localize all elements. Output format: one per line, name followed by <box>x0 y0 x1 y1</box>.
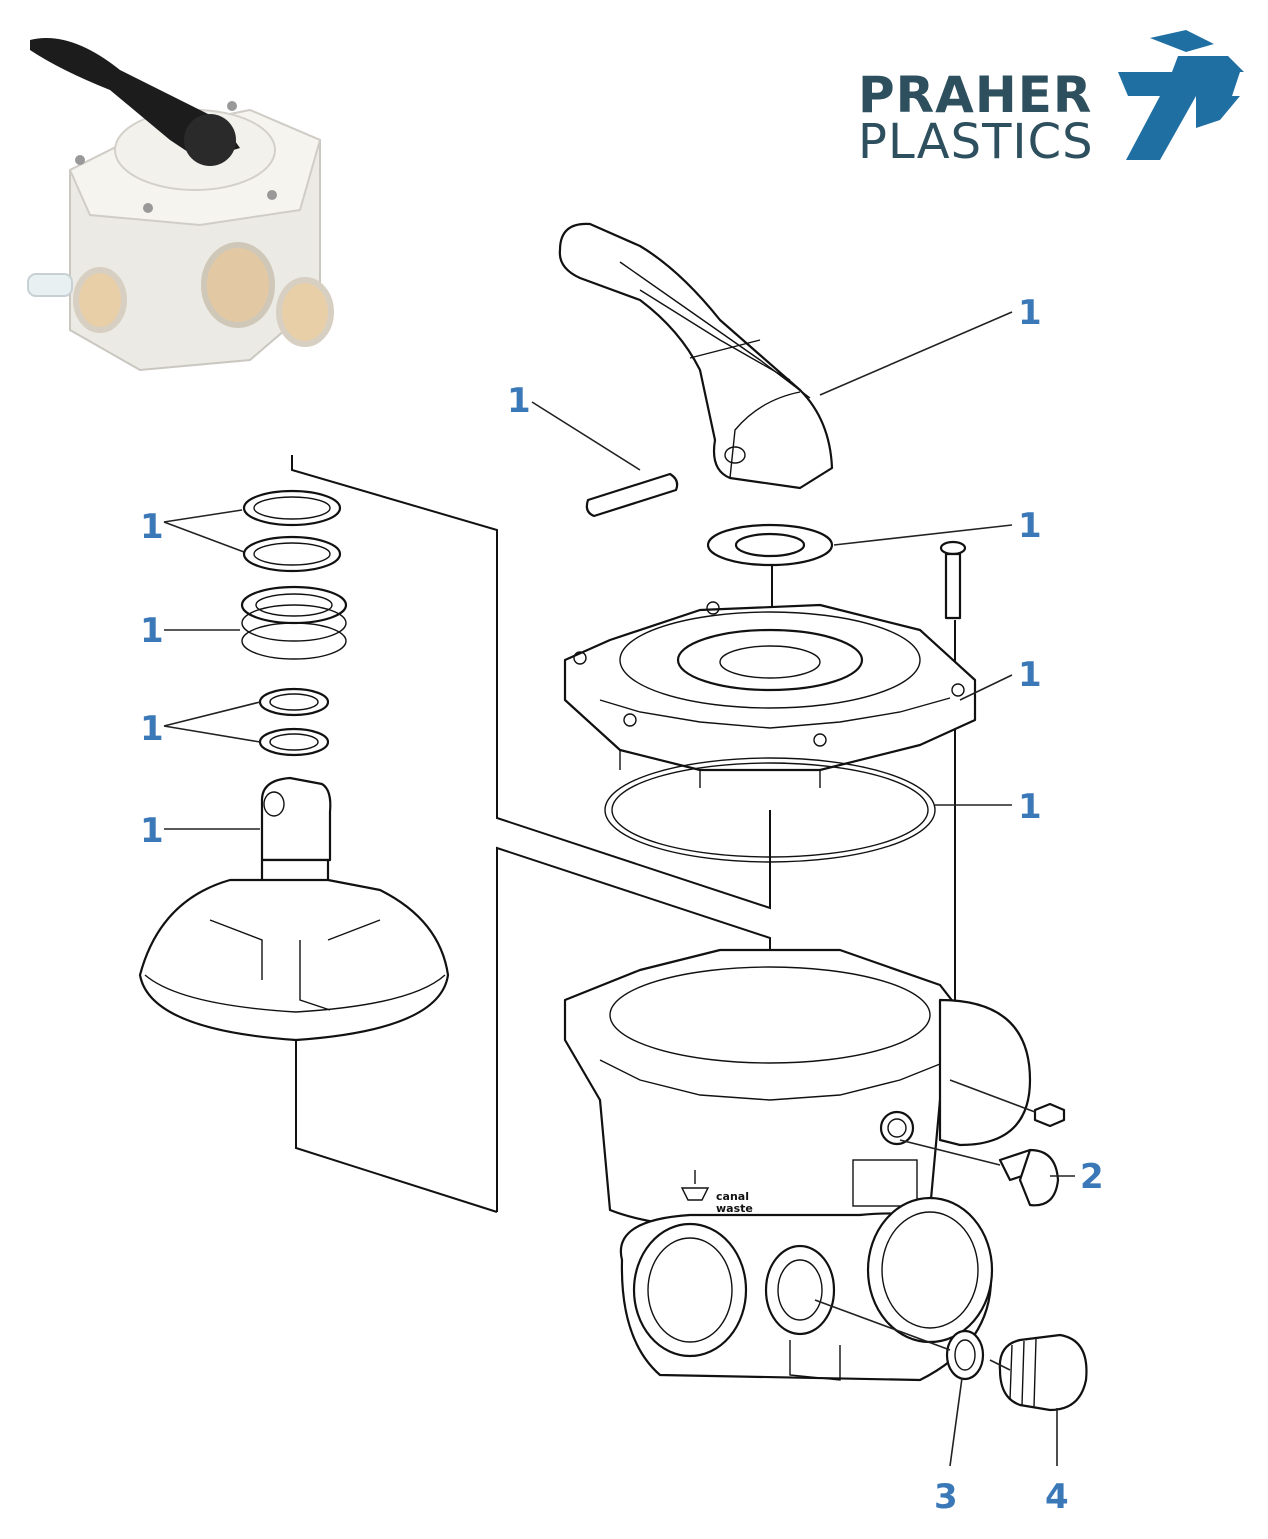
brand-name-line2: PLASTICS <box>858 114 1094 170</box>
callout-washer: 1 <box>1018 506 1042 546</box>
callout-handle: 1 <box>1018 293 1042 333</box>
cover-gasket-part <box>604 757 936 863</box>
body-label-line2: waste <box>716 1202 753 1215</box>
orings-stack <box>242 489 342 573</box>
rotor-part <box>138 776 450 1042</box>
handle-part <box>558 222 834 490</box>
nut-part <box>1033 1102 1066 1128</box>
callout-orings-top: 1 <box>140 507 164 547</box>
small-orings <box>258 687 330 757</box>
drain-plug-part <box>998 1148 1060 1207</box>
cover-part <box>563 601 977 788</box>
multiport-valve-photo <box>27 38 334 372</box>
callout-cover-gasket: 1 <box>1018 787 1042 827</box>
callout-orings-small: 1 <box>140 709 164 749</box>
pin-part <box>585 472 679 518</box>
spring-part <box>240 585 348 660</box>
screw-part <box>939 540 967 620</box>
callout-labels: 1 1 1 1 1 1 1 1 1 2 3 4 <box>140 293 1104 1517</box>
brand-name-line1: PRAHER <box>858 66 1092 124</box>
body-label-line1: canal <box>716 1190 749 1203</box>
washer-part <box>706 523 834 567</box>
plug-cap-part <box>998 1333 1088 1412</box>
callout-rotor: 1 <box>140 811 164 851</box>
brand-logo: PRAHER PLASTICS <box>858 30 1244 170</box>
callout-plug-cap: 4 <box>1045 1477 1069 1517</box>
callout-plug-oring: 3 <box>934 1477 958 1517</box>
valve-body-part: canal waste <box>563 948 1032 1382</box>
praher-tp-logo-icon <box>1118 30 1244 160</box>
leader-lines <box>163 311 1075 1467</box>
callout-spring: 1 <box>140 611 164 651</box>
callout-cover: 1 <box>1018 655 1042 695</box>
callout-drain-plug: 2 <box>1080 1157 1104 1197</box>
callout-pin: 1 <box>507 381 531 421</box>
plug-oring-part <box>945 1329 985 1381</box>
